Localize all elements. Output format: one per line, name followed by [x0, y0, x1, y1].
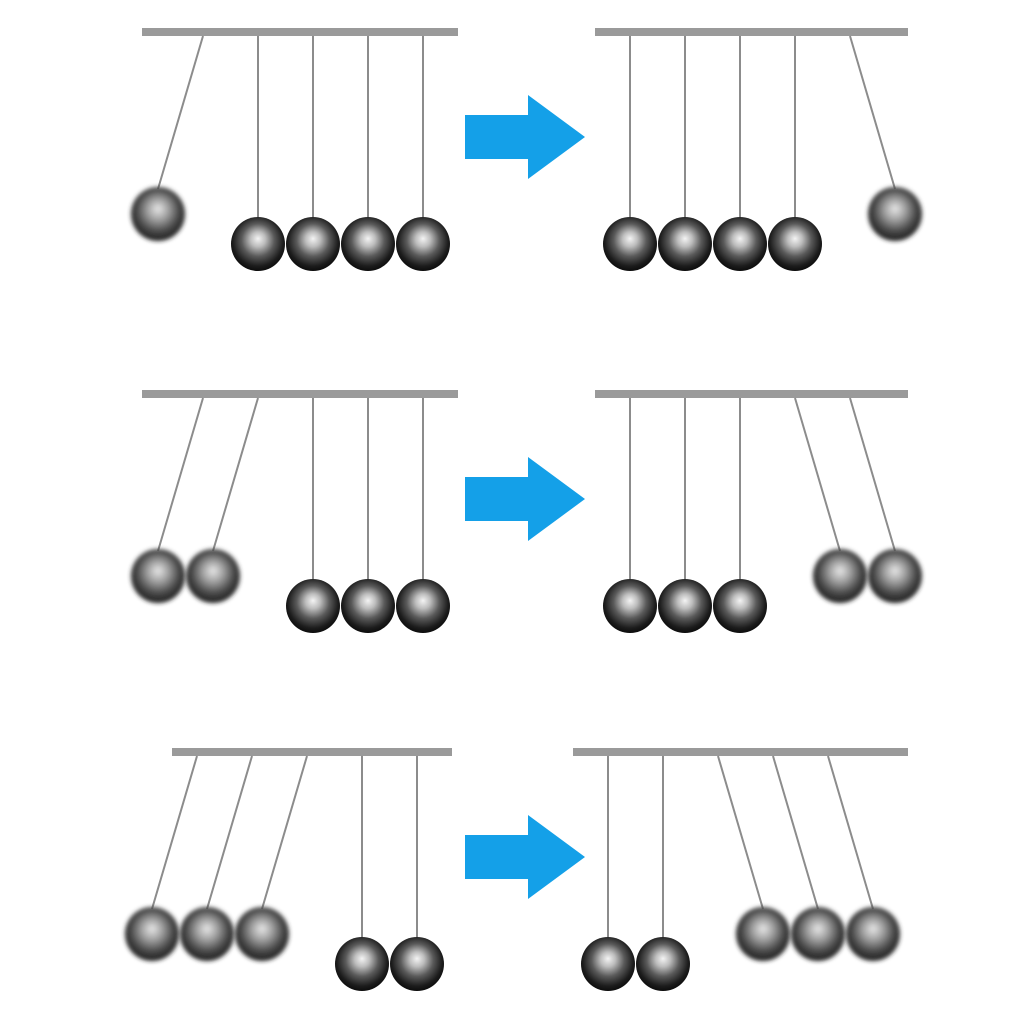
before-ball	[396, 217, 450, 271]
after-ball	[658, 579, 712, 633]
before-string	[261, 755, 308, 910]
before-ball	[335, 937, 389, 991]
after-string	[849, 397, 896, 552]
before-ball	[131, 187, 185, 241]
before-ball	[396, 579, 450, 633]
arrow-right-icon	[465, 815, 585, 899]
after-string	[827, 755, 874, 910]
before-bar	[142, 28, 458, 36]
cradle-before	[131, 28, 458, 271]
before-bar	[142, 390, 458, 398]
after-ball	[713, 217, 767, 271]
before-ball	[390, 937, 444, 991]
before-string	[157, 397, 204, 552]
after-ball	[603, 579, 657, 633]
before-bar	[172, 748, 452, 756]
after-ball	[603, 217, 657, 271]
diagram-content	[125, 28, 922, 991]
arrow-right-icon	[465, 95, 585, 179]
after-bar	[573, 748, 908, 756]
after-string	[794, 397, 841, 552]
after-bar	[595, 28, 908, 36]
after-bar	[595, 390, 908, 398]
before-ball	[231, 217, 285, 271]
after-string	[849, 35, 896, 190]
after-ball	[768, 217, 822, 271]
before-ball	[180, 907, 234, 961]
before-ball	[235, 907, 289, 961]
before-string	[151, 755, 198, 910]
row-1	[131, 28, 922, 271]
after-ball	[813, 549, 867, 603]
after-string	[772, 755, 819, 910]
after-ball	[581, 937, 635, 991]
after-string	[717, 755, 764, 910]
arrow-right-icon	[465, 457, 585, 541]
before-ball	[341, 579, 395, 633]
row-3	[125, 748, 908, 991]
cradle-after	[595, 390, 922, 633]
after-ball	[791, 907, 845, 961]
cradle-after	[595, 28, 922, 271]
cradle-before	[131, 390, 458, 633]
after-ball	[636, 937, 690, 991]
before-ball	[186, 549, 240, 603]
before-string	[212, 397, 259, 552]
cradle-after	[573, 748, 908, 991]
before-ball	[286, 217, 340, 271]
after-ball	[713, 579, 767, 633]
after-ball	[736, 907, 790, 961]
before-ball	[341, 217, 395, 271]
cradle-before	[125, 748, 452, 991]
after-ball	[658, 217, 712, 271]
after-ball	[846, 907, 900, 961]
row-2	[131, 390, 922, 633]
before-string	[157, 35, 204, 190]
before-string	[206, 755, 253, 910]
before-ball	[131, 549, 185, 603]
before-ball	[286, 579, 340, 633]
after-ball	[868, 549, 922, 603]
before-ball	[125, 907, 179, 961]
after-ball	[868, 187, 922, 241]
